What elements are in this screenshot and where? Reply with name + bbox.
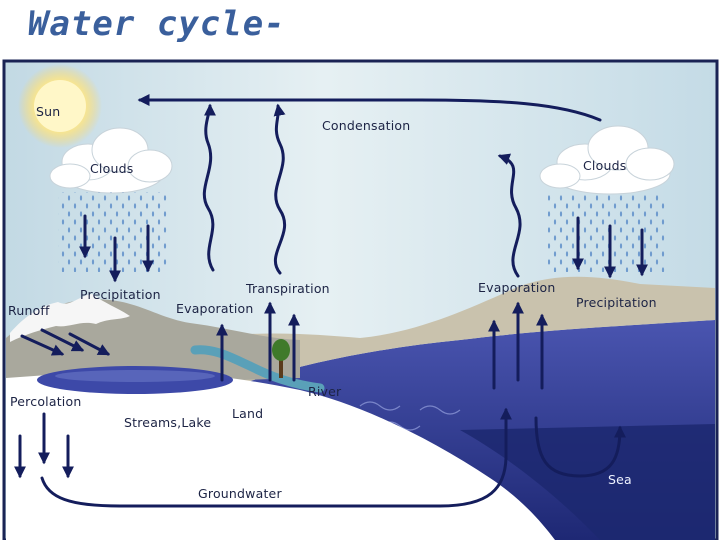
diagram-art (2, 59, 719, 540)
evap-wavy-1 (202, 103, 216, 272)
runoff-arrow-2 (40, 328, 85, 352)
flow-arrows (13, 94, 648, 508)
deep-sea (460, 424, 715, 540)
label-precipitation-right: Precipitation (576, 295, 657, 310)
label-streams-lake: Streams,Lake (124, 415, 212, 430)
cloud-right-icon (539, 125, 675, 195)
label-clouds-right: Clouds (583, 158, 627, 173)
label-river: River (308, 384, 342, 399)
sun-icon (18, 64, 102, 148)
label-land: Land (232, 406, 264, 421)
water-cycle-diagram: Sun Condensation Clouds Clouds Runoff Pr… (0, 58, 720, 540)
label-sun: Sun (36, 104, 61, 119)
slide-title: Water cycle- (28, 4, 286, 44)
label-runoff: Runoff (8, 303, 50, 318)
evap-sea-wavy (497, 153, 522, 278)
label-evaporation-right: Evaporation (478, 280, 556, 295)
label-condensation: Condensation (322, 118, 411, 133)
river (190, 345, 325, 393)
label-sea: Sea (608, 472, 632, 487)
groundwater-arrow (40, 407, 512, 508)
sea-loop-arrow (534, 416, 626, 478)
label-precipitation-left: Precipitation (80, 287, 161, 302)
runoff-arrow-1 (20, 334, 65, 356)
rain-right (548, 194, 666, 272)
mountain-snow (10, 294, 130, 342)
rain-left (58, 192, 168, 272)
tree-crown (272, 339, 290, 361)
label-percolation: Percolation (10, 394, 82, 409)
tree-trunk (279, 356, 283, 378)
label-groundwater: Groundwater (198, 486, 282, 501)
condensation-arrow (137, 94, 602, 122)
label-evaporation-left: Evaporation (176, 301, 254, 316)
land (6, 371, 555, 540)
cloud-left-icon (49, 127, 173, 194)
runoff-arrow-3 (68, 332, 111, 356)
label-transpiration: Transpiration (246, 281, 330, 296)
evap-wavy-2 (273, 103, 287, 275)
label-clouds-left: Clouds (90, 161, 134, 176)
